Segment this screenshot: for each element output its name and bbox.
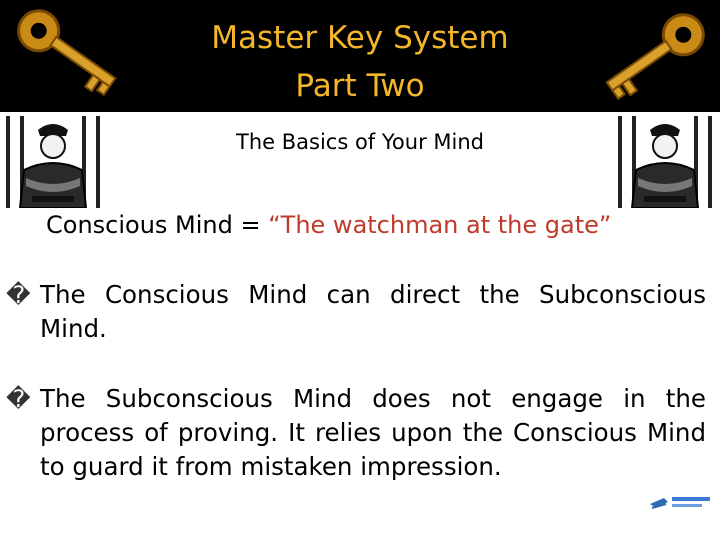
- conscious-mind-tagline: Conscious Mind = “The watchman at the ga…: [46, 208, 706, 242]
- title-line-2: Part Two: [295, 68, 425, 104]
- bullet-text: The Subconscious Mind does not engage in…: [40, 384, 706, 481]
- publisher-logo-icon: [650, 497, 710, 509]
- security-guard-icon: [2, 116, 104, 208]
- tagline-prefix: Conscious Mind =: [46, 211, 269, 239]
- title-banner: Master Key System Part Two: [0, 0, 720, 112]
- bullet-marker: �: [6, 385, 31, 413]
- golden-key-icon: [605, 13, 705, 101]
- tagline-quote: “The watchman at the gate”: [268, 211, 612, 239]
- security-guard-icon: [614, 116, 716, 208]
- bullet-item: � The Subconscious Mind does not engage …: [6, 382, 706, 484]
- bullet-text: The Conscious Mind can direct the Subcon…: [40, 280, 706, 343]
- bullet-marker: �: [6, 281, 31, 309]
- slide-subtitle: The Basics of Your Mind: [236, 130, 484, 154]
- title-line-1: Master Key System: [211, 20, 509, 56]
- bullet-item: � The Conscious Mind can direct the Subc…: [6, 278, 706, 346]
- golden-key-icon: [17, 9, 117, 97]
